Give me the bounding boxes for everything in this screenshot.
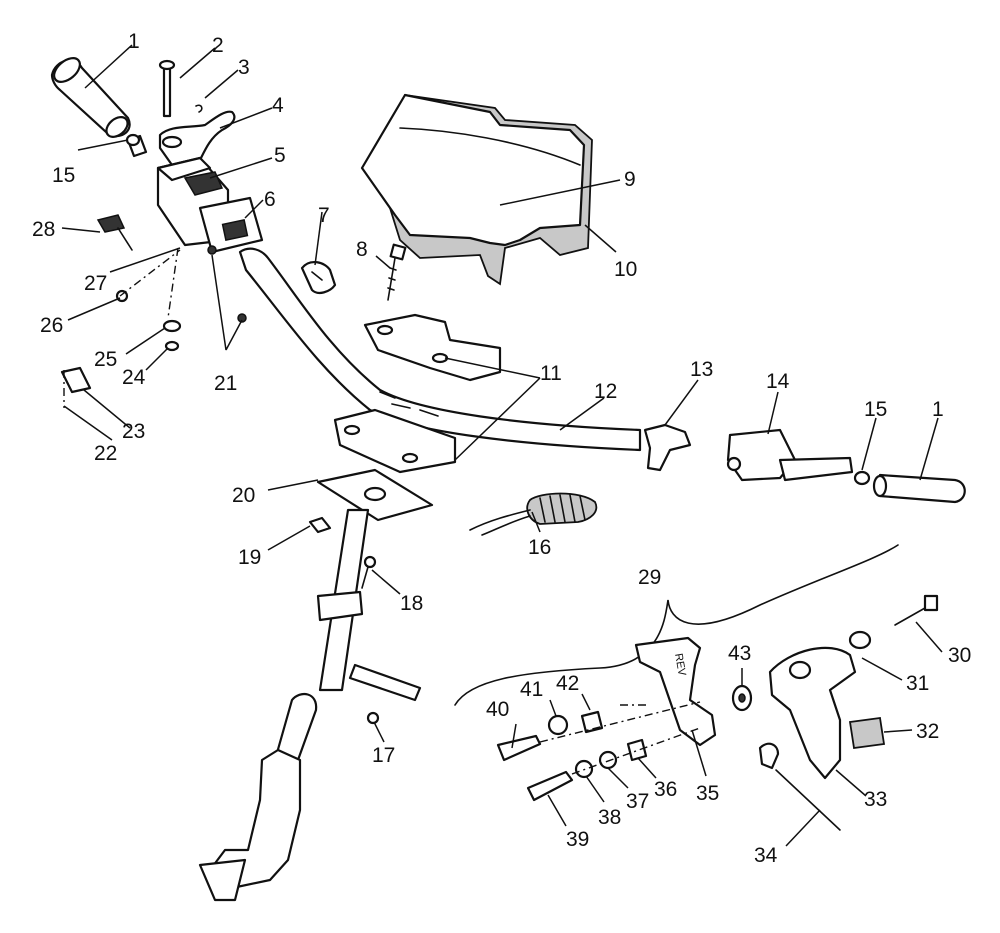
right-bar-end-part bbox=[853, 470, 871, 486]
handlebar-part bbox=[238, 247, 642, 452]
callout-37: 37 bbox=[626, 790, 649, 813]
callout-15-left: 15 bbox=[52, 164, 75, 187]
callout-1-left: 1 bbox=[128, 30, 140, 53]
callout-30: 30 bbox=[948, 644, 971, 667]
link-34-part bbox=[758, 742, 841, 831]
nut-19-part bbox=[308, 516, 332, 534]
lower-clamp-part bbox=[333, 408, 457, 474]
callout-11: 11 bbox=[540, 362, 562, 385]
callout-7: 7 bbox=[318, 204, 330, 227]
left-grip-part bbox=[50, 57, 131, 138]
screw-18-part bbox=[361, 555, 377, 589]
control-housing-part bbox=[156, 156, 264, 254]
callout-43: 43 bbox=[728, 642, 751, 665]
switch-part bbox=[643, 423, 692, 472]
callout-6: 6 bbox=[264, 188, 276, 211]
callout-36: 36 bbox=[654, 778, 677, 801]
callout-19: 19 bbox=[238, 546, 261, 569]
callout-3: 3 bbox=[238, 56, 250, 79]
washer-43-part bbox=[731, 684, 753, 712]
callout-20: 20 bbox=[232, 484, 255, 507]
callout-1-right: 1 bbox=[932, 398, 944, 421]
clamp-screw-part bbox=[387, 243, 407, 301]
brake-lever-part bbox=[726, 428, 854, 482]
upper-clamp-part bbox=[363, 313, 502, 382]
callout-41: 41 bbox=[520, 678, 543, 701]
callout-34: 34 bbox=[754, 844, 778, 867]
callout-25: 25 bbox=[94, 348, 117, 371]
callout-33: 33 bbox=[864, 788, 887, 811]
callout-29: 29 bbox=[638, 566, 661, 589]
right-grip-part bbox=[872, 473, 966, 504]
bolt-30-part bbox=[894, 594, 939, 626]
callout-10: 10 bbox=[614, 258, 637, 281]
callout-8: 8 bbox=[356, 238, 368, 261]
pad-32 bbox=[848, 716, 886, 750]
callout-31: 31 bbox=[906, 672, 929, 695]
callout-14: 14 bbox=[766, 370, 790, 393]
callout-17: 17 bbox=[372, 744, 395, 767]
callout-32: 32 bbox=[916, 720, 939, 743]
callout-40: 40 bbox=[486, 698, 509, 721]
callout-42: 42 bbox=[556, 672, 579, 695]
reverse-lever-part: REV bbox=[634, 636, 717, 747]
leader-lines bbox=[61, 44, 943, 847]
callout-12: 12 bbox=[594, 380, 617, 403]
callout-18: 18 bbox=[400, 592, 423, 615]
callout-21: 21 bbox=[214, 372, 237, 395]
coiled-cord-part bbox=[469, 492, 598, 536]
callout-22: 22 bbox=[94, 442, 117, 465]
callout-9: 9 bbox=[624, 168, 636, 191]
bolts-39-40-part bbox=[496, 734, 574, 802]
callout-15-right: 15 bbox=[864, 398, 887, 421]
reverse-bracket-part bbox=[768, 630, 872, 780]
callout-13: 13 bbox=[690, 358, 713, 381]
callout-2: 2 bbox=[212, 34, 224, 57]
rev-stamp: REV bbox=[672, 652, 688, 677]
pivot-pin-part bbox=[158, 59, 203, 118]
wire-clip-part bbox=[300, 261, 337, 294]
small-hardware-left bbox=[60, 214, 247, 394]
callout-39: 39 bbox=[566, 828, 589, 851]
steering-post-part bbox=[198, 468, 434, 902]
pin-part bbox=[348, 663, 422, 725]
callout-27: 27 bbox=[84, 272, 107, 295]
hood-pad-part bbox=[360, 93, 593, 286]
callout-28: 28 bbox=[32, 218, 55, 241]
callout-35: 35 bbox=[696, 782, 719, 805]
spacers-36-42-part bbox=[547, 710, 648, 779]
callout-23: 23 bbox=[122, 420, 145, 443]
callout-16: 16 bbox=[528, 536, 551, 559]
callout-26: 26 bbox=[40, 314, 63, 337]
callout-4: 4 bbox=[272, 94, 284, 117]
callout-labels: 1 2 3 4 5 6 7 8 9 10 11 12 13 14 15 1 15… bbox=[32, 30, 971, 867]
callout-38: 38 bbox=[598, 806, 621, 829]
left-bar-end-part bbox=[125, 133, 148, 158]
callout-24: 24 bbox=[122, 366, 146, 389]
callout-5: 5 bbox=[274, 144, 286, 167]
